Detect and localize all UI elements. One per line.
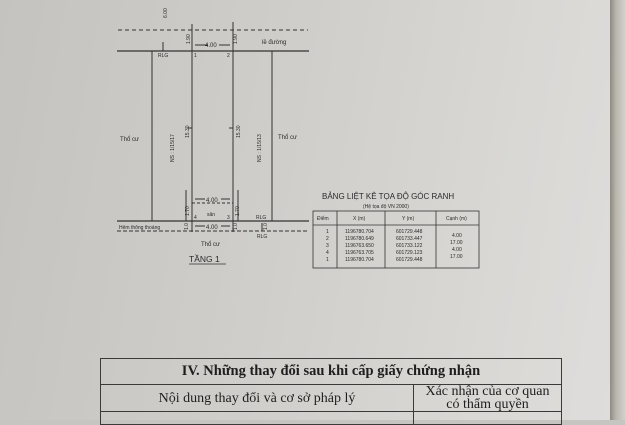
- col-header-x: X (m): [353, 216, 366, 222]
- coords-subtitle: (Hệ tọa độ VN 2000): [363, 204, 409, 210]
- yard-depth-right: 1.70: [235, 206, 241, 216]
- col-header-edge: Cạnh (m): [446, 216, 467, 222]
- coords-rows: 1 2 3 4 1 1196780.704 1196780.649 119676…: [326, 229, 463, 263]
- row-x: 1196763.705: [345, 250, 374, 256]
- alley-width: 4.00: [206, 225, 218, 231]
- dim-top-width: 4.00: [205, 43, 217, 49]
- changes-table: IV. Những thay đổi sau khi cấp giấy chứn…: [100, 358, 562, 425]
- page-edge-shadow: [610, 0, 625, 420]
- yard-width: 4.00: [206, 198, 218, 204]
- alley-dim-right: 1.0: [233, 223, 239, 230]
- row-y: 601729.448: [396, 229, 423, 235]
- ns-left-label: NS : 1/15/17: [170, 134, 176, 162]
- alley-dim-far: 1.0: [263, 223, 269, 230]
- row-x: 1196780.649: [345, 236, 374, 242]
- col-header-point: Điểm: [317, 215, 329, 222]
- dim-setback-left: 1.90: [186, 34, 192, 44]
- row-edge: 17.00: [450, 240, 463, 246]
- content-cell: [100, 411, 414, 425]
- col-header-y: Y (m): [402, 216, 414, 222]
- alley-dim-left: 1.0: [184, 223, 190, 230]
- left-neighbor-label: Thổ cư: [120, 136, 139, 143]
- yard-label: sân: [207, 212, 215, 218]
- row-x: 1196763.650: [345, 243, 374, 249]
- dim-setback-right: 1.90: [233, 34, 239, 44]
- coords-table: [312, 210, 480, 269]
- depth-right: 15.30: [236, 125, 242, 138]
- row-point: 3: [326, 243, 329, 249]
- corner-point-1: 1: [194, 53, 197, 59]
- rlg-bottom-1: RLG: [256, 215, 266, 221]
- confirm-cell: [413, 411, 562, 425]
- row-point: 1: [326, 229, 329, 235]
- alley-label: Hẻm thông thoáng: [119, 225, 160, 231]
- road-edge-label: lề đường: [262, 40, 286, 46]
- row-y: 601729.448: [396, 257, 423, 263]
- row-y: 601733.122: [396, 243, 423, 249]
- coords-title: BẢNG LIỆT KÊ TỌA ĐỘ GÓC RANH: [322, 192, 454, 201]
- corner-point-3: 3: [227, 215, 230, 221]
- right-neighbor-label: Thổ cư: [278, 134, 297, 141]
- col-confirm-line-2: có thẩm quyền: [446, 397, 529, 412]
- corner-point-2: 2: [227, 53, 230, 59]
- depth-left: 15.30: [185, 125, 191, 138]
- bottom-neighbor-label: Thổ cư: [201, 241, 220, 248]
- dim-top-offset: 6.00: [163, 8, 169, 18]
- row-y: 601729.123: [396, 250, 423, 256]
- rlg-bottom-2: RLG: [257, 234, 267, 240]
- row-point: 1: [326, 257, 329, 263]
- corner-point-4: 4: [194, 215, 197, 221]
- row-point: 4: [326, 250, 329, 256]
- row-edge: 4.00: [452, 247, 462, 253]
- document-page: [0, 0, 612, 420]
- row-y: 601733.447: [396, 236, 423, 242]
- ns-right-label: NS : 1/15/13: [257, 134, 263, 162]
- rlg-top-label: RLG: [158, 53, 168, 59]
- floor-label: TẦNG 1: [189, 254, 220, 264]
- changes-title: IV. Những thay đổi sau khi cấp giấy chứn…: [100, 358, 562, 385]
- row-edge: 4.00: [452, 233, 462, 239]
- yard-depth-left: 1.70: [185, 206, 191, 216]
- row-x: 1196780.704: [345, 229, 374, 235]
- row-point: 2: [326, 236, 329, 242]
- row-x: 1196780.704: [345, 257, 374, 263]
- col-confirm-line-1: Xác nhận của cơ quan: [425, 384, 550, 399]
- col-content-header: Nội dung thay đổi và cơ sở pháp lý: [100, 384, 414, 412]
- row-edge: 17.00: [450, 254, 463, 260]
